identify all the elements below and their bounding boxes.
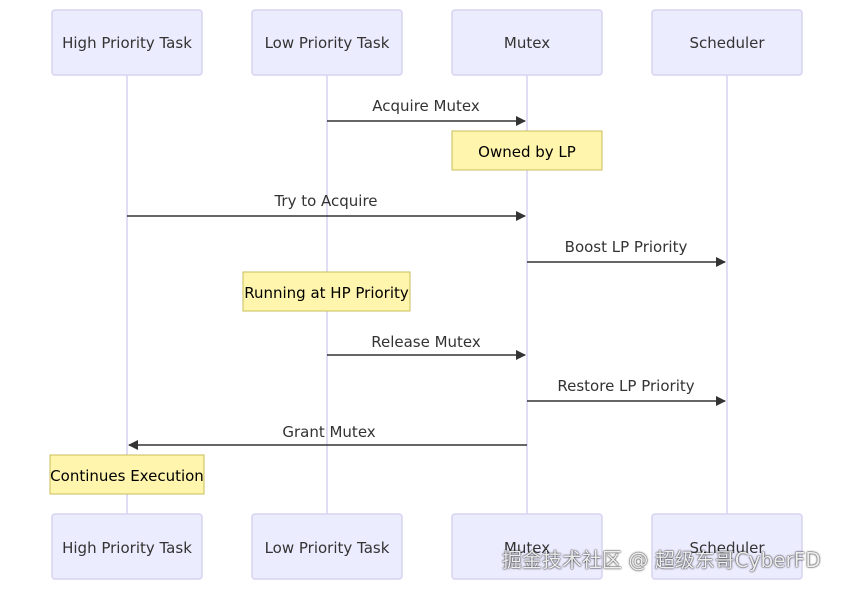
actor-bottom-high-priority-task: High Priority Task xyxy=(51,513,203,580)
actor-label: High Priority Task xyxy=(62,34,192,52)
message-label: Try to Acquire xyxy=(273,192,377,210)
note-label: Continues Execution xyxy=(50,467,204,485)
actor-top-scheduler: Scheduler xyxy=(651,9,803,76)
note-label: Owned by LP xyxy=(478,143,576,161)
message-label: Grant Mutex xyxy=(282,423,375,441)
actor-label: Mutex xyxy=(504,539,550,557)
watermark: 掘金技术社区 @ 超级东哥CyberFD xyxy=(502,548,821,572)
actor-bottom-low-priority-task: Low Priority Task xyxy=(251,513,403,580)
message-acquire-mutex: Acquire Mutex xyxy=(327,97,526,126)
message-label: Boost LP Priority xyxy=(565,238,688,256)
actor-top-high-priority-task: High Priority Task xyxy=(51,9,203,76)
note-continues-execution: Continues Execution xyxy=(49,454,205,495)
message-label: Release Mutex xyxy=(371,333,481,351)
message-boost-lp-priority: Boost LP Priority xyxy=(527,238,726,267)
message-label: Restore LP Priority xyxy=(557,377,694,395)
actor-bottom-mutex: Mutex xyxy=(451,513,603,580)
actor-top-mutex: Mutex xyxy=(451,9,603,76)
actor-label: High Priority Task xyxy=(62,539,192,557)
message-try-to-acquire: Try to Acquire xyxy=(127,192,526,221)
note-owned-by-lp: Owned by LP xyxy=(451,130,603,171)
actor-label: Scheduler xyxy=(689,34,765,52)
actor-bottom-scheduler: Scheduler xyxy=(651,513,803,580)
actor-label: Low Priority Task xyxy=(265,34,390,52)
actor-top-low-priority-task: Low Priority Task xyxy=(251,9,403,76)
note-running-at-hp-priority: Running at HP Priority xyxy=(242,271,411,312)
message-restore-lp-priority: Restore LP Priority xyxy=(527,377,726,406)
message-grant-mutex: Grant Mutex xyxy=(128,423,527,450)
message-label: Acquire Mutex xyxy=(372,97,480,115)
actor-label: Low Priority Task xyxy=(265,539,390,557)
message-release-mutex: Release Mutex xyxy=(327,333,526,360)
actor-label: Mutex xyxy=(504,34,550,52)
note-label: Running at HP Priority xyxy=(244,284,409,302)
actor-label: Scheduler xyxy=(689,539,765,557)
